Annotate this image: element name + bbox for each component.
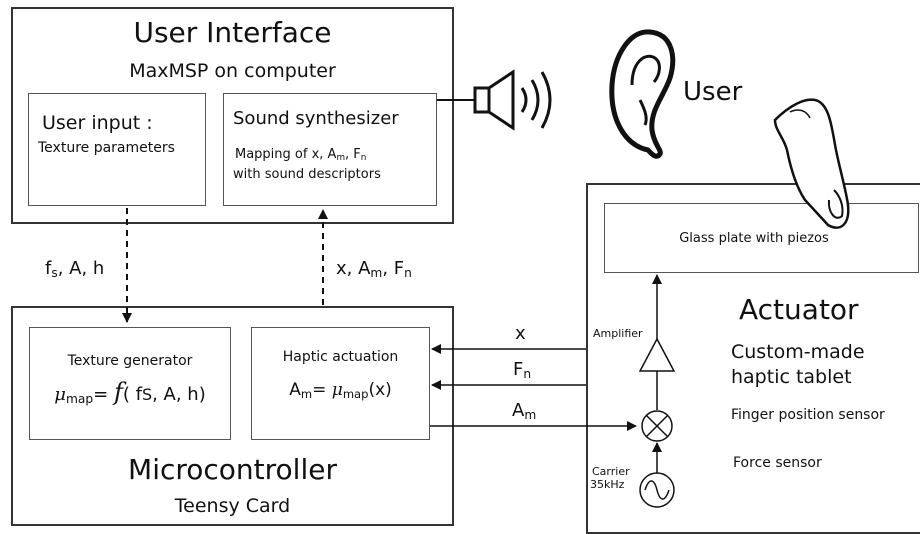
- user-interface-title: User Interface: [133, 16, 332, 49]
- sine-oscillator-icon: [639, 472, 675, 508]
- finger-icon: [773, 98, 850, 229]
- glass-plate-box: [604, 203, 919, 273]
- user-input-title: User input :: [42, 112, 153, 134]
- speaker-icon: [473, 69, 552, 131]
- force-sensor-label: Force sensor: [733, 455, 822, 471]
- carrier-label: Carrier: [592, 465, 630, 478]
- downlink-signal-label: fs, A, h: [45, 258, 105, 281]
- sound-synthesizer-mapping: Mapping of x, Am, Fn: [235, 147, 367, 164]
- carrier-frequency-label: 35kHz: [590, 478, 625, 491]
- finger-position-sensor-label: Finger position sensor: [731, 407, 885, 423]
- haptic-actuation-equation: Am= μmap(x): [289, 380, 392, 401]
- actuator-line2: haptic tablet: [731, 366, 852, 388]
- haptic-actuation-box: [251, 327, 430, 440]
- texture-generator-equation: μmap= f( fS, A, h): [54, 378, 206, 407]
- amplifier-label: Amplifier: [593, 327, 643, 340]
- user-label: User: [683, 77, 743, 107]
- user-input-box: [28, 93, 206, 206]
- glass-plate-label: Glass plate with piezos: [679, 231, 829, 246]
- microcontroller-title: Microcontroller: [128, 453, 337, 486]
- sound-synthesizer-box: [223, 93, 437, 206]
- actuator-title: Actuator: [739, 293, 859, 326]
- fn-signal-label: Fn: [513, 359, 532, 382]
- haptic-actuation-title: Haptic actuation: [282, 349, 399, 365]
- amplifier-triangle: [638, 337, 676, 372]
- microcontroller-subtitle: Teensy Card: [174, 495, 291, 517]
- user-input-subtitle: Texture parameters: [38, 140, 175, 156]
- actuator-line1: Custom-made: [731, 341, 865, 363]
- sound-synthesizer-descriptors: with sound descriptors: [233, 167, 381, 182]
- ear-icon: [609, 29, 676, 159]
- user-interface-subtitle: MaxMSP on computer: [129, 60, 336, 82]
- texture-generator-title: Texture generator: [67, 353, 193, 369]
- am-signal-label: Am: [512, 400, 537, 423]
- texture-generator-box: [29, 327, 231, 440]
- uplink-signal-label: x, Am, Fn: [336, 258, 412, 281]
- sound-synthesizer-title: Sound synthesizer: [233, 108, 399, 129]
- x-signal-label: x: [515, 323, 526, 344]
- multiplier-circle: [641, 410, 673, 442]
